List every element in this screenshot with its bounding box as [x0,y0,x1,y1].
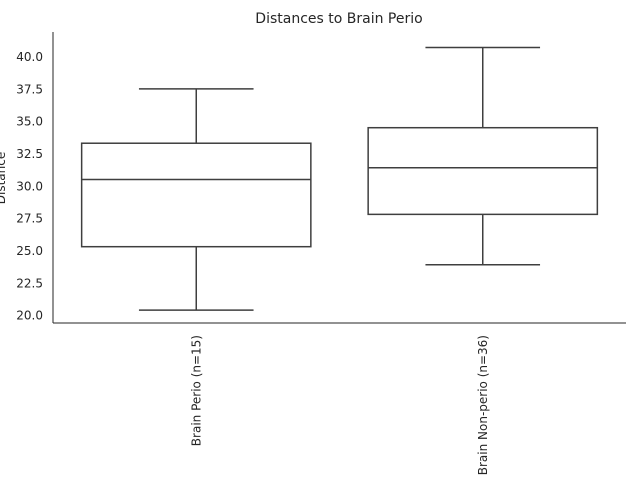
y-axis-label: Distance [0,152,8,204]
y-tick-label: 22.5 [16,276,43,290]
y-tick-label: 37.5 [16,82,43,96]
box-group [80,88,312,311]
y-tick-label: 32.5 [16,147,43,161]
y-tick-label: 35.0 [16,115,43,129]
box-group [367,46,599,266]
iqr-box [367,126,599,216]
y-tick-label: 25.0 [16,244,43,258]
axes [52,32,626,324]
x-tick-label: Brain Non-perio (n=36) [476,335,490,475]
y-ticks: 20.0 22.5 25.0 27.5 30.0 32.5 35.0 37.5 40.0 [16,50,43,323]
iqr-box [80,142,312,248]
boxes [80,46,599,311]
y-tick-label: 20.0 [16,309,43,323]
y-tick-label: 40.0 [16,50,43,64]
y-tick-label: 27.5 [16,212,43,226]
x-ticks: Brain Perio (n=15) Brain Non-perio (n=36) [189,335,490,475]
y-tick-label: 30.0 [16,179,43,193]
x-tick-label: Brain Perio (n=15) [189,335,203,446]
chart-title: Distances to Brain Perio [255,11,422,27]
